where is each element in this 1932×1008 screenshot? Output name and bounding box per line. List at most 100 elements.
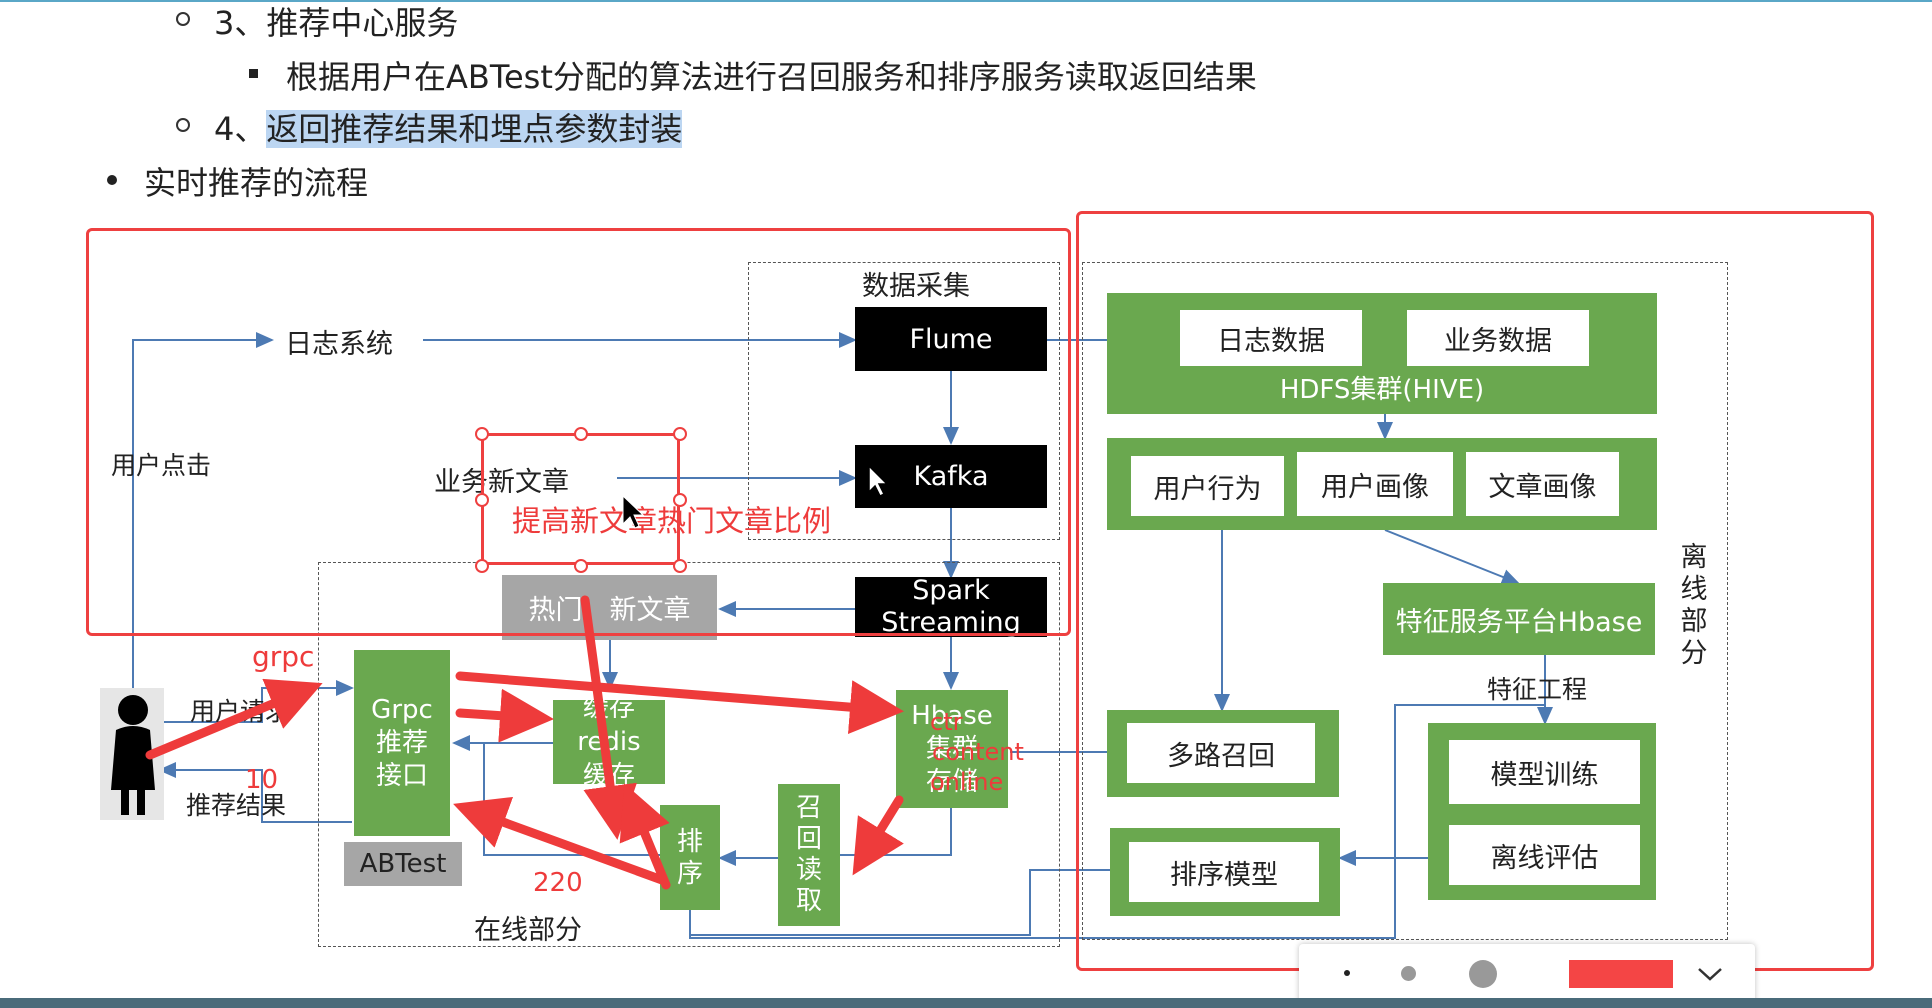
flume-label: Flume <box>909 323 993 355</box>
pen-size-medium-button[interactable] <box>1401 966 1416 981</box>
hbase-line3: 存储 <box>925 766 978 797</box>
flume-box: Flume <box>855 307 1047 371</box>
business-new-article-label: 业务新文章 <box>434 467 569 498</box>
resize-handle[interactable] <box>475 493 489 507</box>
article-profile-box: 文章画像 <box>1466 452 1619 516</box>
streaming-label: Streaming <box>881 607 1021 637</box>
multi-recall-box: 多路召回 <box>1127 723 1315 783</box>
sort-char2: 序 <box>676 858 703 889</box>
user-click-label: 用户点击 <box>111 451 212 480</box>
bullet-item-3: 3、推荐中心服务 <box>214 4 459 42</box>
bottom-border <box>0 998 1932 1008</box>
recommend-result-label: 推荐结果 <box>186 791 287 820</box>
recall-char1: 召 <box>795 793 822 823</box>
user-profile-box: 用户画像 <box>1297 452 1453 516</box>
recall-char3: 读 <box>795 855 822 885</box>
top-border <box>0 0 1932 2</box>
redis-line1: 缓存redis <box>577 693 641 757</box>
resize-handle[interactable] <box>673 427 687 441</box>
hbase-storage-box: Hbase 集群 存储 <box>896 690 1008 808</box>
log-data-label: 日志数据 <box>1217 325 1325 357</box>
offline-inner-frame <box>1082 262 1728 940</box>
spark-label: Spark <box>912 577 990 606</box>
feature-platform-box: 特征服务平台Hbase <box>1383 583 1655 655</box>
offline-char3: 部 <box>1680 606 1708 637</box>
resize-handle[interactable] <box>574 427 588 441</box>
online-part-frame <box>318 562 1060 947</box>
num-220-annotation: 220 <box>533 868 583 898</box>
bullet-hollow <box>176 12 190 26</box>
online-part-label: 在线部分 <box>474 915 582 946</box>
recall-char4: 取 <box>795 886 822 916</box>
content-annotation: content <box>932 738 1024 766</box>
offline-eval-box: 离线评估 <box>1449 825 1640 885</box>
article-profile-label: 文章画像 <box>1488 471 1597 503</box>
kafka-label: Kafka <box>913 461 989 492</box>
data-collection-label: 数据采集 <box>862 271 970 302</box>
abtest-label: ABTest <box>359 849 447 879</box>
log-system-label: 日志系统 <box>285 329 393 360</box>
hbase-line1: Hbase <box>911 700 993 731</box>
grpc-annotation: grpc <box>252 640 315 673</box>
pen-size-small-button[interactable] <box>1344 970 1350 976</box>
feature-platform-label: 特征服务平台Hbase <box>1395 606 1643 638</box>
pen-color-swatch[interactable] <box>1569 960 1673 988</box>
bullet-item-4: 4、返回推荐结果和埋点参数封装 <box>214 104 683 150</box>
kafka-box: Kafka <box>855 445 1047 508</box>
hot-new-article-label: 热门、新文章 <box>528 595 691 626</box>
bullet-item-4-highlight: 返回推荐结果和埋点参数封装 <box>266 110 683 148</box>
grpc-interface-box: Grpc 推荐 接口 <box>354 650 450 836</box>
user-behavior-box: 用户行为 <box>1131 456 1284 516</box>
sort-char1: 排 <box>676 826 703 857</box>
bullet-item-3-sub: 根据用户在ABTest分配的算法进行召回服务和排序服务读取返回结果 <box>286 58 1257 96</box>
resize-handle[interactable] <box>673 559 687 573</box>
annotation-toolbar <box>1299 944 1755 1004</box>
offline-char1: 离 <box>1680 542 1708 573</box>
sort-model-box: 排序模型 <box>1129 842 1319 902</box>
bullet-square <box>249 69 258 78</box>
resize-handle[interactable] <box>475 559 489 573</box>
bullet-dot <box>107 175 117 185</box>
recall-char2: 回 <box>795 824 822 854</box>
user-profile-label: 用户画像 <box>1321 471 1429 503</box>
business-data-label: 业务数据 <box>1444 325 1552 357</box>
spark-streaming-box: Spark Streaming <box>855 577 1047 637</box>
bullet-item-4-prefix: 4、 <box>214 110 267 148</box>
recommend-line: 推荐 <box>375 727 428 758</box>
hdfs-label: HDFS集群(HIVE) <box>1279 375 1485 405</box>
chevron-down-icon[interactable] <box>1695 964 1725 984</box>
data-collection-frame <box>748 262 1060 540</box>
sort-box: 排 序 <box>660 805 720 910</box>
hot-new-article-box: 热门、新文章 <box>502 575 717 640</box>
offline-eval-label: 离线评估 <box>1490 842 1599 874</box>
log-data-box: 日志数据 <box>1180 310 1362 366</box>
resize-handle[interactable] <box>673 493 687 507</box>
grpc-line: Grpc <box>371 694 433 725</box>
interface-line: 接口 <box>375 760 428 791</box>
model-training-box: 模型训练 <box>1449 740 1640 804</box>
recall-read-box: 召 回 读 取 <box>778 784 840 926</box>
abtest-box: ABTest <box>344 842 462 886</box>
ctr-annotation: ctr <box>930 708 963 736</box>
ratio-annotation: 提高新文章热门文章比例 <box>512 504 832 538</box>
business-data-box: 业务数据 <box>1407 310 1589 366</box>
user-behavior-label: 用户行为 <box>1153 473 1262 505</box>
pen-size-large-button[interactable] <box>1469 960 1497 988</box>
sort-model-label: 排序模型 <box>1170 859 1278 891</box>
model-training-label: 模型训练 <box>1490 759 1599 791</box>
offline-char4: 分 <box>1680 638 1708 669</box>
bullet-realtime: 实时推荐的流程 <box>144 164 369 202</box>
online-annotation: online <box>930 768 1004 796</box>
feature-engineering-label: 特征工程 <box>1487 675 1588 704</box>
resize-handle[interactable] <box>475 427 489 441</box>
resize-handle[interactable] <box>574 559 588 573</box>
num-10-annotation: 10 <box>245 765 279 795</box>
multi-recall-label: 多路召回 <box>1167 740 1275 772</box>
offline-char2: 线 <box>1680 574 1708 605</box>
offline-part-label: 离 线 部 分 <box>1674 536 1714 676</box>
hbase-line2: 集群 <box>925 733 978 764</box>
realtime-collection-frame <box>86 228 1071 636</box>
bullet-hollow <box>176 118 190 132</box>
